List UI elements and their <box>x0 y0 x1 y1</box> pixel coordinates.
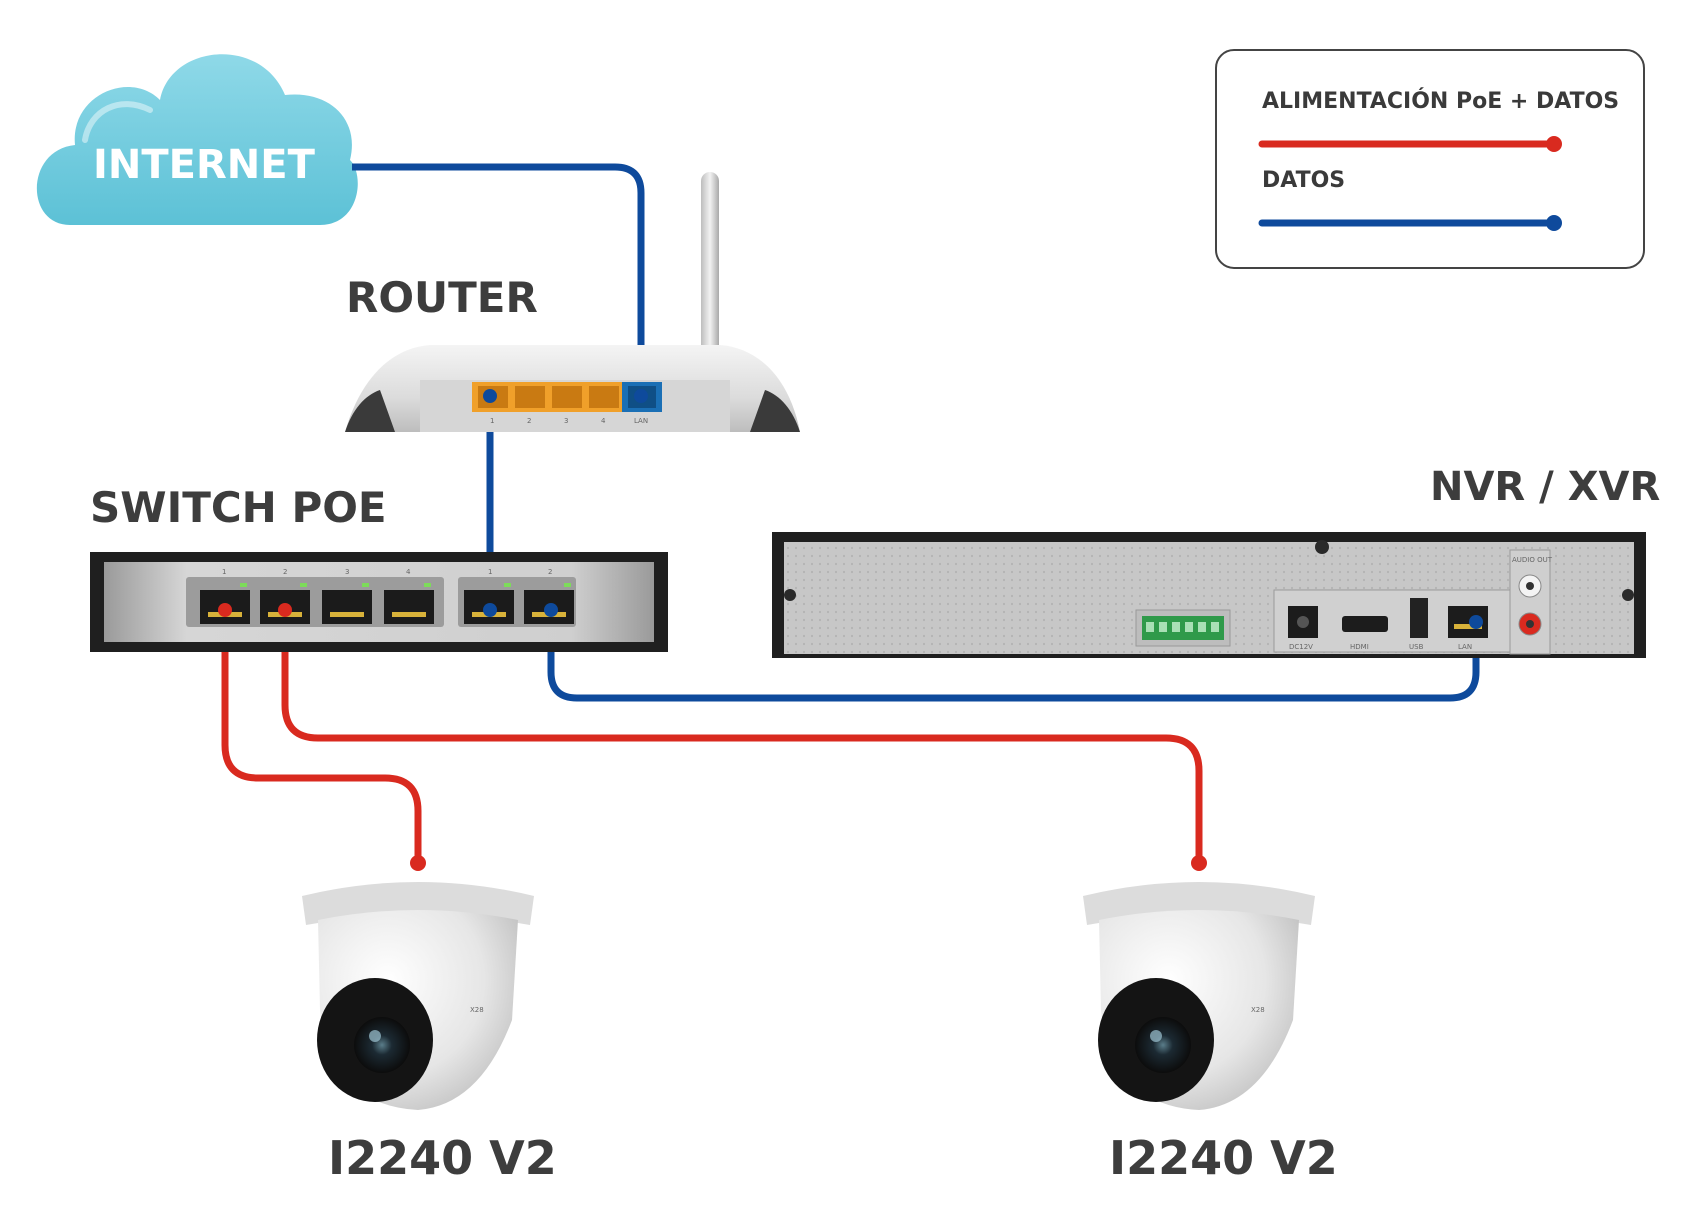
switch-port-label-1: 1 <box>222 568 226 576</box>
router-port-4: 4 <box>601 417 606 425</box>
legend-poe-label: ALIMENTACIÓN PoE + DATOS <box>1262 88 1619 114</box>
legend-box <box>1215 49 1645 269</box>
router: ROUTER 1 2 3 4 LAN <box>345 172 800 432</box>
camera-left-logo: X28 <box>470 1006 484 1014</box>
cable-poe-camera-right <box>281 612 1203 862</box>
nvr-port-hdmi: HDMI <box>1350 643 1369 651</box>
switch-port-label-3: 3 <box>345 568 349 576</box>
camera-left-label: I2240 V2 <box>328 1131 557 1185</box>
switch-port-label-6: 2 <box>548 568 552 576</box>
nvr-port-lan: LAN <box>1458 643 1472 651</box>
cable-poe-camera-left <box>221 612 422 862</box>
cable-poe-camera-left-end <box>410 855 426 871</box>
nvr-audio-label: AUDIO OUT <box>1512 556 1553 564</box>
legend-poe-dot <box>1546 136 1562 152</box>
legend-data-dot <box>1546 215 1562 231</box>
nvr-label: NVR / XVR <box>1430 464 1660 510</box>
switch-port-label-5: 1 <box>488 568 492 576</box>
internet-label: INTERNET <box>93 142 316 188</box>
nvr-port-dc: DC12V <box>1289 643 1313 651</box>
internet-cloud: INTERNET <box>36 54 358 225</box>
camera-right-logo: X28 <box>1251 1006 1265 1014</box>
nvr-recorder: NVR / XVR DC12V HDMI USB LAN AUDIO OUT <box>772 464 1660 658</box>
switch-label: SWITCH POE <box>90 483 387 532</box>
cable-switch-nvr <box>547 612 1480 702</box>
switch-ports <box>200 583 574 624</box>
switch-port-label-4: 4 <box>406 568 411 576</box>
poe-switch: SWITCH POE 1 2 3 4 1 2 <box>90 483 668 652</box>
legend: ALIMENTACIÓN PoE + DATOS DATOS <box>1215 49 1645 269</box>
nvr-port-usb: USB <box>1409 643 1424 651</box>
router-port-2: 2 <box>527 417 531 425</box>
router-port-1: 1 <box>490 417 494 425</box>
router-port-lan: LAN <box>634 417 648 425</box>
camera-right: X28 I2240 V2 <box>1083 882 1338 1185</box>
cable-poe-camera-right-end <box>1191 855 1207 871</box>
camera-right-label: I2240 V2 <box>1109 1131 1338 1185</box>
cable-internet-router <box>352 163 645 395</box>
router-label: ROUTER <box>346 273 538 322</box>
router-port-3: 3 <box>564 417 568 425</box>
switch-port-label-2: 2 <box>283 568 287 576</box>
camera-left: X28 I2240 V2 <box>302 882 557 1185</box>
legend-data-label: DATOS <box>1262 168 1345 193</box>
